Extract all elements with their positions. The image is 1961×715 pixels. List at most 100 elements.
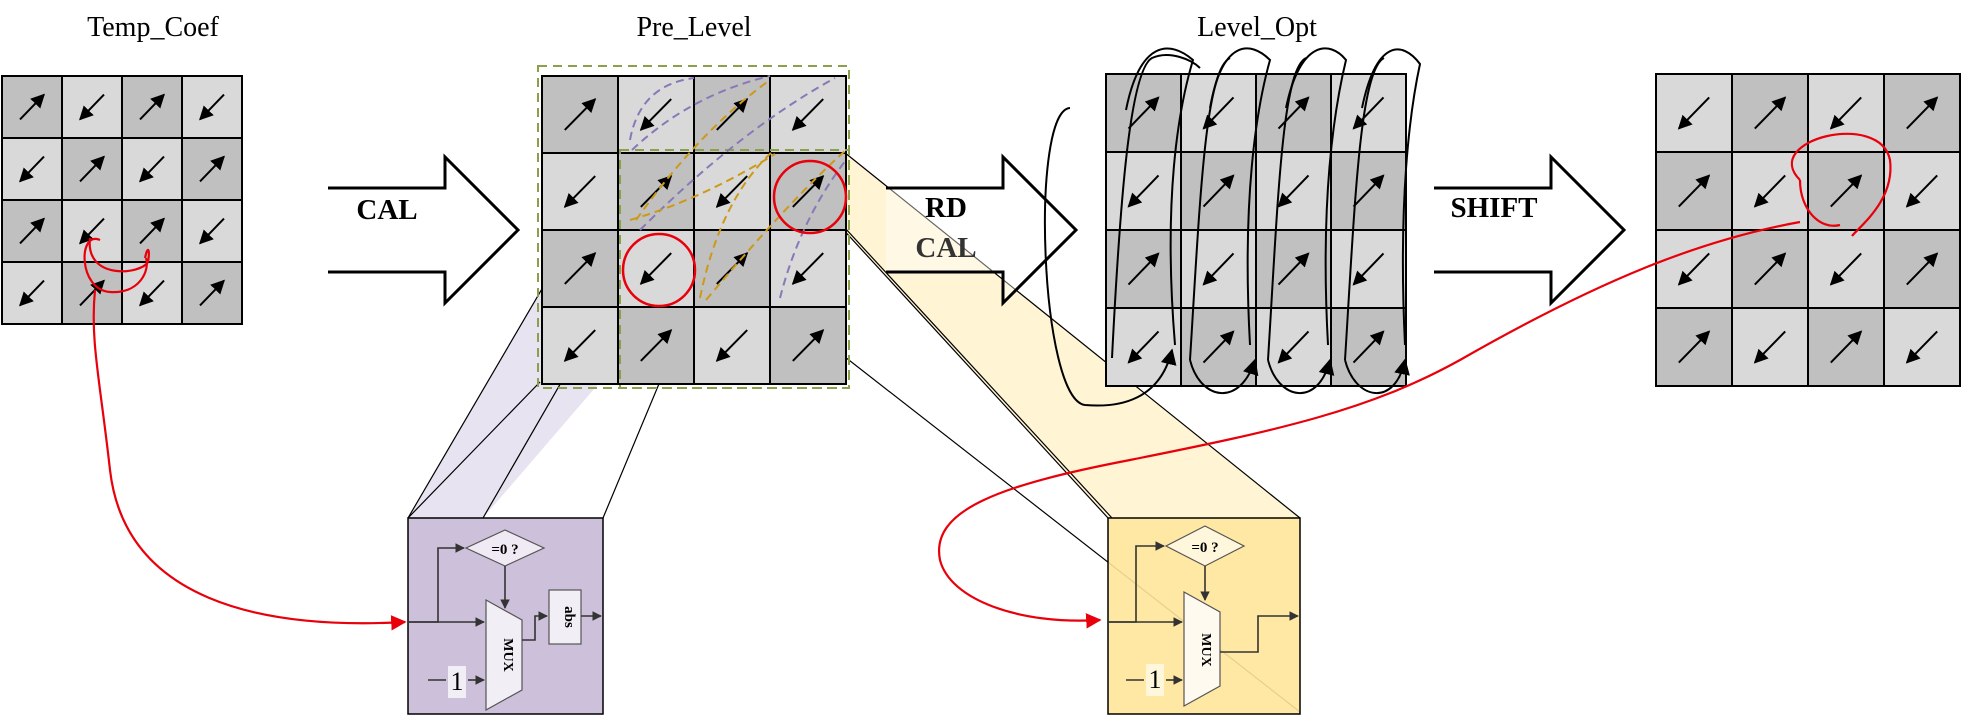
grid-cell [181,137,243,201]
arrow-up-right-icon [792,329,825,362]
arrow-down-left-icon [19,155,45,183]
arrow-down-left-icon [139,279,165,307]
yellow-projection-beam [772,152,1300,518]
arrow-down-left-icon [1352,96,1385,130]
level-opt-grid [1105,73,1407,387]
arrow-down-left-icon [639,252,672,285]
arrow-up-right-icon [1754,252,1787,286]
arrow-down-left-icon [791,98,824,131]
arrow-down-left-icon [563,175,596,208]
arrow-up-right-icon [1352,330,1385,364]
arrow-down-left-icon [1277,330,1310,364]
arrow-down-left-icon [715,175,748,208]
arrow-up-right-icon [564,98,597,131]
right-circuit: =0 ? MUX 1 [1107,517,1301,715]
arrow-up-right-icon [139,217,165,245]
left-mux-label: MUX [500,638,515,671]
arrow-up-right-icon [1202,174,1235,208]
arrow-down-left-icon [1753,330,1786,364]
left-abs-label: abs [561,606,577,628]
arrow-down-left-icon [639,98,672,131]
arrow-down-left-icon [199,217,225,245]
cal-step-arrow [328,153,521,307]
left-const-label: 1 [451,667,464,696]
arrow-down-left-icon [1677,96,1710,130]
rd-cal-step-arrow [886,153,1079,307]
red-link-left-circuit [92,289,407,631]
arrow-up-right-icon [1352,174,1385,208]
arrow-down-left-icon [1352,252,1385,286]
arrow-up-right-icon [1277,96,1310,130]
arrow-up-right-icon [79,155,105,183]
arrow-down-left-icon [19,279,45,307]
arrow-up-right-icon [79,279,105,307]
right-const-box [1146,664,1164,696]
pre-level-highlight-circles [621,159,848,308]
result-highlight-mark [1790,132,1892,237]
arrow-down-left-icon [1127,330,1160,364]
pre-level-dashed-subwindow [619,149,850,389]
arrow-up-right-icon [1127,252,1160,286]
arrow-up-right-icon [1202,330,1235,364]
arrow-down-left-icon [1677,252,1710,286]
right-const-label: 1 [1149,665,1162,694]
rd-label: RD [925,192,967,224]
arrow-down-left-icon [1829,252,1862,286]
arrow-up-right-icon [1127,96,1160,130]
shifted-result-grid [1655,73,1961,387]
arrow-up-right-icon [1906,96,1939,130]
right-mux [1183,590,1221,708]
level-opt-scan-path [1044,47,1422,407]
level-opt-title: Level_Opt [1197,12,1317,43]
arrow-down-left-icon [1202,252,1235,286]
rd-cal-label: CAL [915,232,976,264]
left-const-box [448,666,466,698]
arrow-down-left-icon [1277,174,1310,208]
right-zero-check-label: =0 ? [1191,540,1218,556]
arrow-down-left-icon [1829,96,1862,130]
temp-coef-title: Temp_Coef [87,12,219,43]
temp-coef-grid [1,75,243,325]
arrow-up-right-icon [1277,252,1310,286]
arrow-up-right-icon [792,175,825,208]
arrow-down-left-icon [791,252,824,285]
arrow-down-left-icon [199,93,225,121]
arrow-up-right-icon [1678,174,1711,208]
temp-coef-mark [88,237,150,273]
arrow-up-right-icon [19,217,45,245]
shift-step-arrow [1434,153,1627,307]
arrow-down-left-icon [79,93,105,121]
left-abs-block [548,589,582,645]
arrow-up-right-icon [1678,330,1711,364]
arrow-down-left-icon [1127,174,1160,208]
pre-level-grid [541,75,847,385]
arrow-down-left-icon [715,329,748,362]
right-mux-label: MUX [1198,633,1213,666]
arrow-down-left-icon [139,155,165,183]
arrow-down-left-icon [563,329,596,362]
arrow-up-right-icon [640,329,673,362]
cal-label: CAL [356,194,417,226]
arrow-up-right-icon [1830,330,1863,364]
result-highlight-circle-base [1798,179,1841,227]
arrow-up-right-icon [564,252,597,285]
arrow-up-right-icon [199,279,225,307]
arrow-up-right-icon [1830,174,1863,208]
arrow-down-left-icon [1753,174,1786,208]
temp-coef-circle [83,237,148,294]
arrow-down-left-icon [1905,330,1938,364]
arrow-up-right-icon [199,155,225,183]
pre-level-title: Pre_Level [636,12,751,43]
arrow-up-right-icon [640,175,673,208]
arrow-down-left-icon [1905,174,1938,208]
left-mux [485,598,523,712]
arrow-up-right-icon [139,93,165,121]
shift-label: SHIFT [1450,192,1537,224]
arrow-up-right-icon [19,93,45,121]
left-circuit: =0 ? MUX abs 1 [407,517,604,715]
left-zero-check-label: =0 ? [491,542,518,558]
arrow-up-right-icon [1754,96,1787,130]
arrow-down-left-icon [79,217,105,245]
